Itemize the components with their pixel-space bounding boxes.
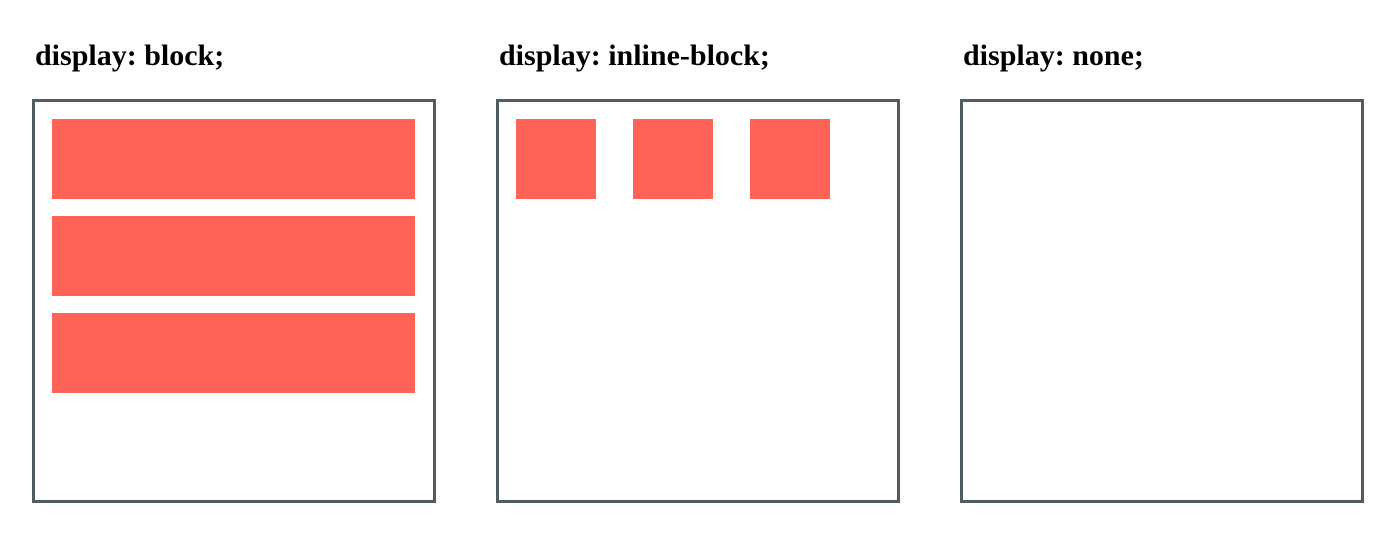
block-box-3: [52, 313, 415, 393]
block-box-1: [52, 119, 415, 199]
none-panel-title: display: none;: [963, 39, 1144, 72]
block-panel-title: display: block;: [35, 39, 225, 72]
inline-block-box-3: [750, 119, 830, 199]
block-panel-frame: [32, 99, 436, 503]
inline-block-panel-frame: [496, 99, 900, 503]
none-panel-frame: [960, 99, 1364, 503]
inline-block-box-1: [516, 119, 596, 199]
inline-block-box-2: [633, 119, 713, 199]
inline-block-panel-title: display: inline-block;: [499, 39, 770, 72]
block-box-2: [52, 216, 415, 296]
